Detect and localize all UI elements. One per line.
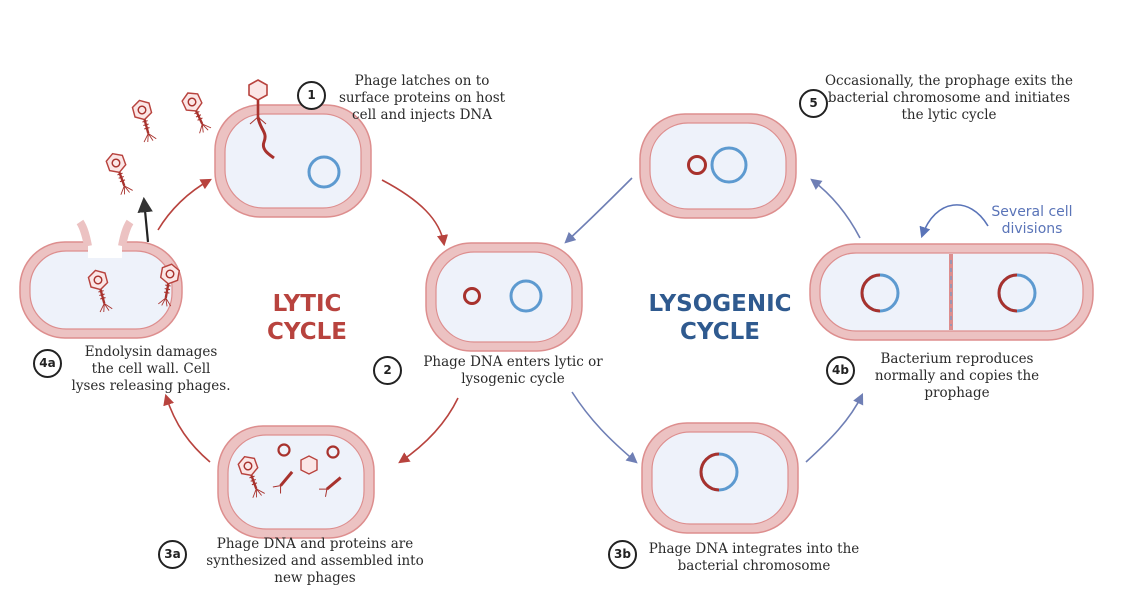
- attaching-phage: [248, 79, 275, 160]
- cell-integration: [641, 422, 799, 534]
- step-4a-badge: 4a: [33, 349, 62, 378]
- phage-tail-part: [272, 470, 294, 494]
- step-3b-caption: Phage DNA integrates into the bacterial …: [648, 541, 860, 574]
- cell-lysis: [19, 196, 183, 339]
- lytic-cycle-title: LYTIC CYCLE: [267, 291, 347, 345]
- excised-prophage: [687, 155, 707, 175]
- step-4b-caption: Bacterium reproduces normally and copies…: [874, 351, 1040, 401]
- step-4b-badge: 4b: [826, 356, 855, 385]
- step-1-caption: Phage latches on to surface proteins on …: [338, 73, 506, 123]
- step-2-badge: 2: [373, 356, 402, 385]
- bacterial-chromosome: [509, 279, 543, 313]
- lysogenic-cycle-arrows: [564, 177, 864, 464]
- cell-decision: [425, 242, 583, 352]
- division-loop-arrow: [919, 204, 989, 239]
- step-2-caption: Phage DNA enters lytic or lysogenic cycl…: [423, 354, 603, 387]
- cell-infection: [214, 79, 372, 218]
- cell-division: [809, 243, 1094, 341]
- released-phages: [103, 88, 215, 198]
- step-4a-caption: Endolysin damages the cell wall. Cell ly…: [71, 344, 231, 394]
- cell-synthesis: [217, 425, 375, 539]
- release-arrow: [137, 196, 153, 243]
- several-divisions-note: Several cell divisions: [991, 204, 1073, 237]
- lytic-cycle-arrows: [157, 178, 459, 464]
- bacterial-chromosome: [307, 155, 341, 189]
- step-3b-badge: 3b: [608, 540, 637, 569]
- lysogenic-cycle-title: LYSOGENIC CYCLE: [648, 291, 792, 345]
- cell-induction: [639, 113, 797, 219]
- step-3a-badge: 3a: [158, 540, 187, 569]
- phage-tail-part: [319, 476, 342, 497]
- step-1-badge: 1: [297, 81, 326, 110]
- integrated-prophage: [699, 452, 720, 492]
- injected-dna: [256, 116, 275, 160]
- step-3a-caption: Phage DNA and proteins are synthesized a…: [206, 536, 424, 586]
- phage-dna-circle: [463, 287, 481, 305]
- step-5-badge: 5: [799, 89, 828, 118]
- step-5-caption: Occasionally, the prophage exits the bac…: [824, 73, 1073, 123]
